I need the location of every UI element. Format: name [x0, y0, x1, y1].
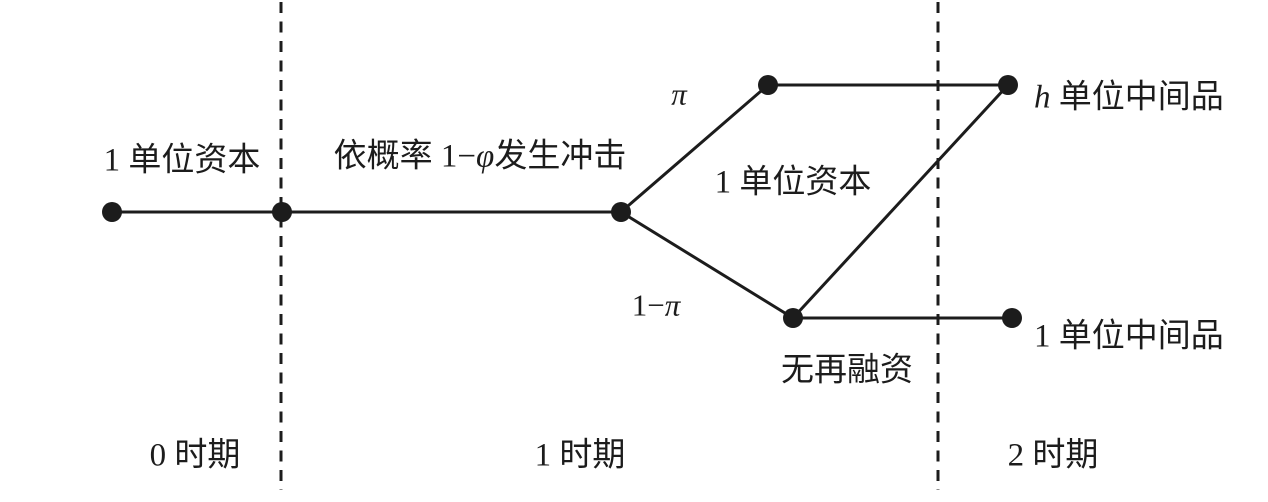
- node-outcome-low: [1002, 308, 1022, 328]
- node-no-refinance: [783, 308, 803, 328]
- pi-probability-label: π: [671, 79, 687, 110]
- no-refinance-label: 无再融资: [781, 352, 913, 389]
- outcome-low-label: 1 单位中间品: [1034, 318, 1224, 355]
- phi-symbol: φ: [476, 138, 495, 175]
- node-period1-start: [272, 202, 292, 222]
- mid-capital-label: 1 单位资本: [714, 164, 872, 201]
- period-2-label: 2 时期: [1007, 437, 1099, 474]
- node-refinance: [758, 75, 778, 95]
- period-1-label: 1 时期: [534, 437, 626, 474]
- edge-branch-down: [620, 210, 794, 320]
- one-minus-pi-probability-label: 1−π: [631, 287, 681, 323]
- node-outcome-high: [998, 75, 1018, 95]
- node-start: [102, 202, 122, 222]
- pi-symbol: π: [671, 76, 687, 112]
- pi-symbol: π: [664, 287, 681, 323]
- edge-branch-up: [620, 83, 769, 214]
- outcome-high-label: h 单位中间品: [1034, 79, 1224, 116]
- period-0-label: 0 时期: [149, 437, 241, 474]
- node-branch: [611, 202, 631, 222]
- edge-refinance-diagonal: [791, 83, 1010, 320]
- h-symbol: h: [1034, 79, 1051, 116]
- initial-capital-label: 1 单位资本: [103, 142, 261, 179]
